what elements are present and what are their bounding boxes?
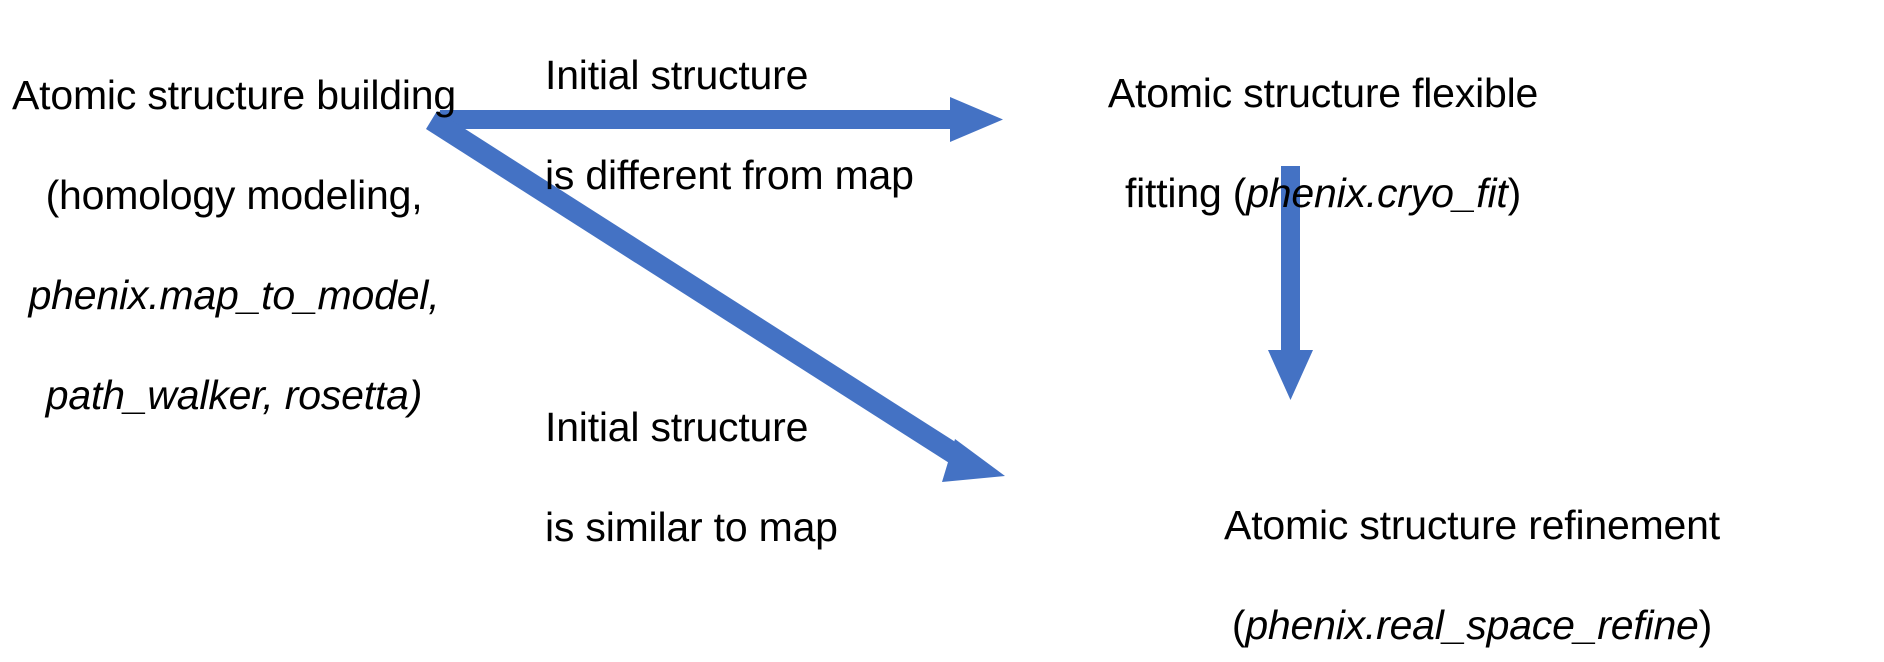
node-refinement-line2-prefix: ( <box>1231 602 1246 649</box>
node-flexible-line2-prefix: fitting ( <box>1124 170 1247 217</box>
node-refinement-line2-suffix: ) <box>1698 602 1713 649</box>
edge-label-different-line1: Initial structure <box>545 52 809 99</box>
node-building-line1: Atomic structure building <box>12 72 456 119</box>
node-building-line3: phenix.map_to_model, <box>28 272 440 319</box>
node-building-line2: (homology modeling, <box>45 172 423 219</box>
node-flexible-line2-suffix: ) <box>1507 170 1522 217</box>
edge-label-similar-line2: is similar to map <box>545 504 838 551</box>
node-atomic-structure-refinement: Atomic structure refinement (phenix.real… <box>1060 450 1884 650</box>
node-flexible-program-name: phenix.cryo_fit <box>1246 170 1508 217</box>
node-building-line4: path_walker, rosetta) <box>45 372 423 419</box>
arrow-building-to-flexible-fitting <box>440 97 1003 142</box>
node-flexible-line1: Atomic structure flexible <box>1107 70 1539 117</box>
edge-label-different-line2: is different from map <box>545 152 914 199</box>
arrow-building-to-refinement <box>426 111 1005 482</box>
node-refinement-program-name: phenix.real_space_refine <box>1245 602 1699 649</box>
arrow-flexible-fitting-to-refinement <box>1268 166 1313 400</box>
node-refinement-line1: Atomic structure refinement <box>1224 502 1720 549</box>
node-atomic-structure-flexible-fitting: Atomic structure flexible fitting (pheni… <box>1083 18 1563 218</box>
edge-label-similar-line1: Initial structure <box>545 404 809 451</box>
node-atomic-structure-building: Atomic structure building (homology mode… <box>4 20 464 420</box>
edge-label-is-similar-to-map: Initial structure is similar to map <box>545 352 925 552</box>
edge-label-is-different-from-map: Initial structure is different from map <box>545 0 925 200</box>
